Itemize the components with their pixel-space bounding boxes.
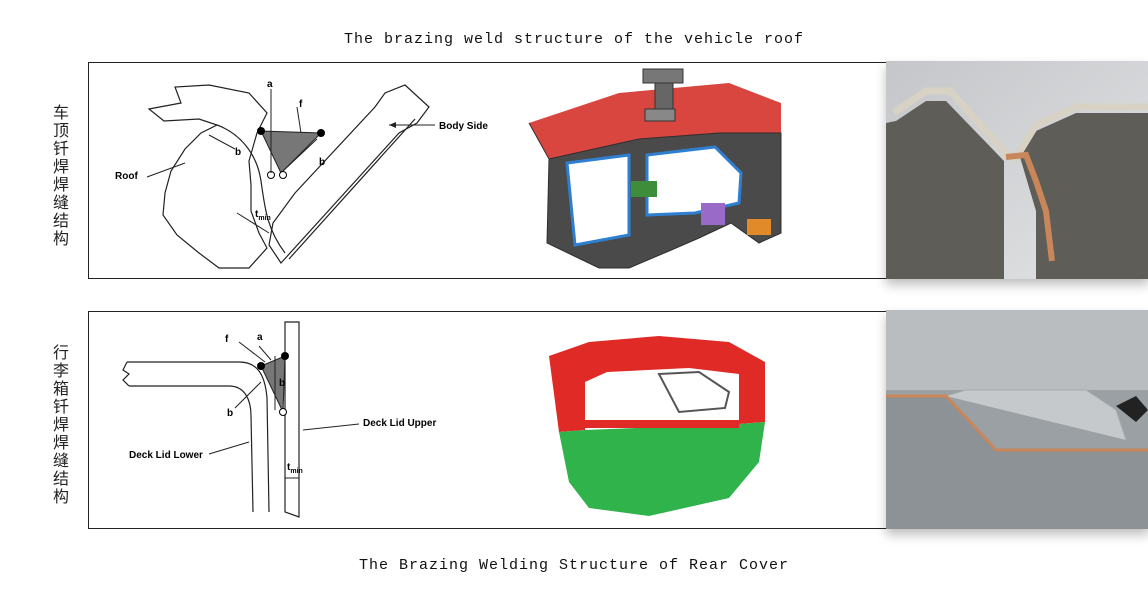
deck-dim-a [258,345,272,361]
rear-cover-frame-red [549,336,765,432]
roof-row-side-label: 车顶钎焊焊缝结构 [52,103,69,248]
weld-point-right [317,129,325,137]
weld-point-bottom-b [279,171,287,179]
orange-reinforcement [747,219,771,235]
label-b-left: b [235,147,241,158]
label-roof: Roof [115,171,138,182]
deck-weld-point-bottom [279,408,287,416]
rear-braze-seam-copper [886,394,1148,452]
label-b-right: b [319,157,325,168]
deck-weld-point-top [281,352,289,360]
deck-lid-upper-leader [302,423,360,431]
roof-weld-panel: a f b b Roof Body Side tmin [88,61,1148,279]
rear-cover-brazing-fixture [657,370,731,414]
roof-sheet-left [886,101,1004,279]
deck-label-a: a [257,332,263,343]
deck-lid-lower-leader [208,441,250,455]
photo-dark-slot [1116,396,1148,422]
deck-label-b-lower: b [227,408,233,419]
body-side-edge [1011,103,1148,163]
photo-lower-surface [886,396,1148,529]
top-caption: The brazing weld structure of the vehicl… [343,31,805,48]
deck-dim-b-lower [234,381,262,409]
braze-seam-copper [1005,151,1055,262]
green-reinforcement [631,181,657,197]
photo-top-band [886,310,1148,390]
roof-braze-fillet [260,130,323,174]
roof-inner-curve [216,124,286,254]
label-body-side: Body Side [439,121,488,132]
deck-braze-fillet [260,355,286,413]
label-tmin: tmin [255,209,271,222]
deck-lid-upper [284,321,300,518]
deck-lid-lower-break [122,361,130,387]
roof-joint-photo [886,61,1148,279]
dim-tmin-line [236,212,270,234]
front-door-opening [565,153,631,247]
rear-cover-weld-panel: f a b b Deck Lid Upper Deck Lid Lower tm… [88,310,1148,529]
car-body-render [528,68,782,269]
label-f: f [299,99,303,110]
weld-point-left [257,127,265,135]
deck-lid-lower-inner [129,385,254,513]
body-side-outline [268,84,430,264]
dim-b-left-line [208,134,236,150]
bottom-caption: The Brazing Welding Structure of Rear Co… [358,557,790,574]
photo-recess [945,389,1127,441]
deck-label-tmin: tmin [287,462,303,475]
rear-cover-seam-photo [886,310,1148,529]
deck-label-lower: Deck Lid Lower [129,450,203,461]
deck-label-b-vertical: b [279,378,285,389]
deck-dim-f [238,341,266,363]
dim-f-line [296,106,302,134]
purple-reinforcement [701,203,725,225]
brazing-robot-head [642,68,684,122]
roof-weld-sketch: a f b b Roof Body Side tmin [115,79,488,269]
roof-outline [147,84,268,269]
roof-leader [146,162,186,178]
deck-weld-point-left [257,362,265,370]
label-a: a [267,79,273,90]
rear-cover-render [549,336,765,516]
dim-b-right-line [282,138,318,172]
rear-door-opening [645,145,743,217]
rear-cover-mid-strip [585,420,739,428]
rear-cover-row-side-label: 行李箱钎焊焊缝结构 [52,343,69,506]
deck-label-upper: Deck Lid Upper [363,418,436,429]
deck-lid-weld-sketch: f a b b Deck Lid Upper Deck Lid Lower tm… [122,321,436,518]
deck-label-f: f [225,334,229,345]
body-side-inner-line [288,118,416,260]
deck-lid-lower-outer [127,361,270,513]
rear-cover-lower-green [559,422,765,516]
